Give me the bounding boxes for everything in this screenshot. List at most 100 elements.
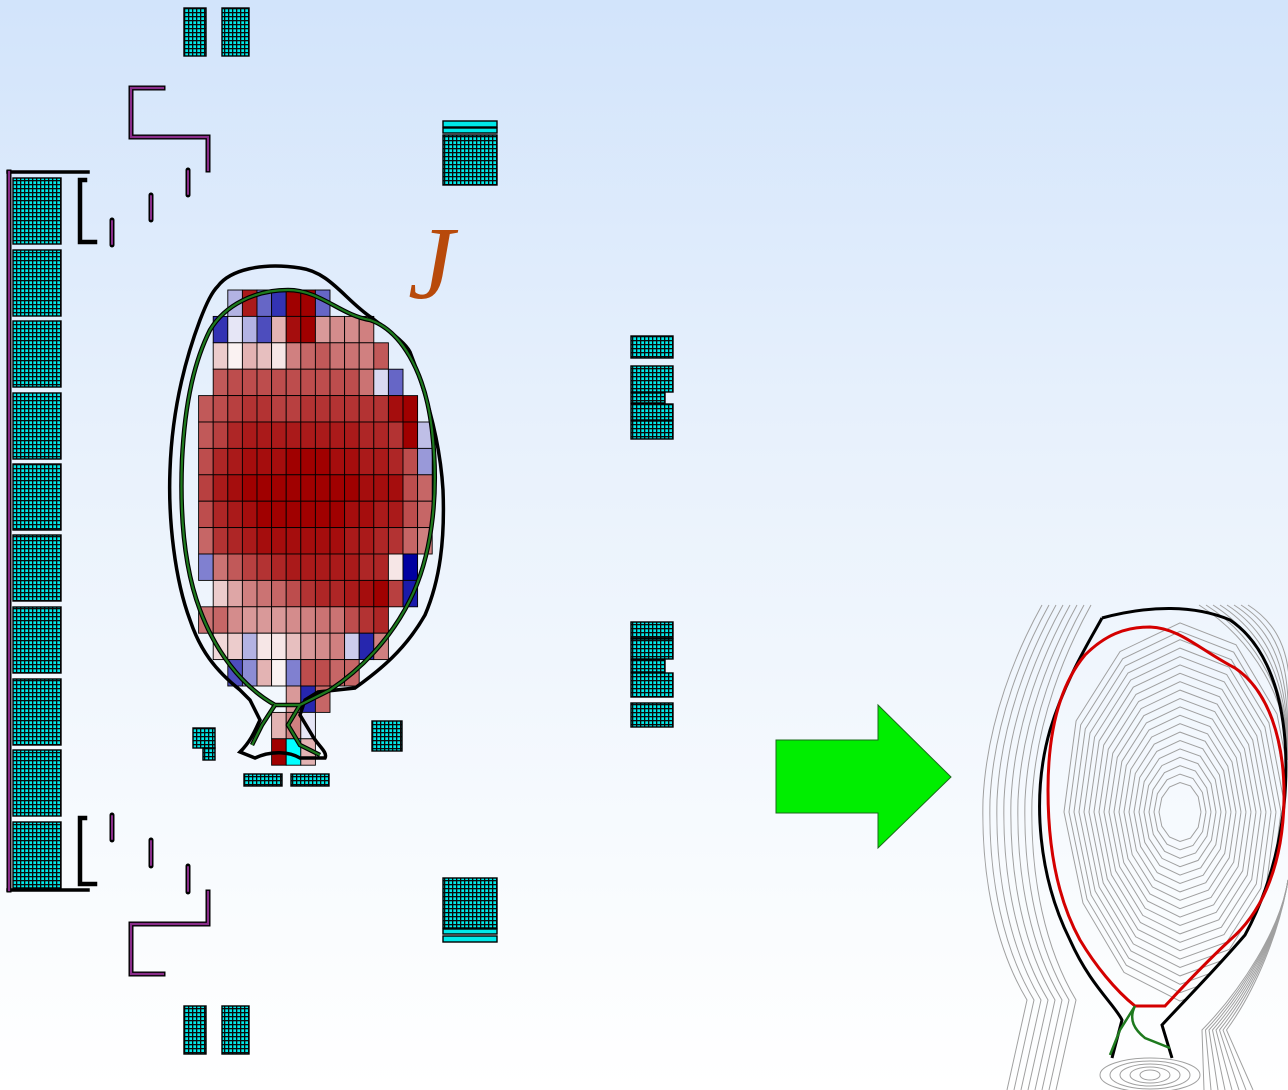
current-cell: [241, 421, 258, 449]
coil: [243, 773, 283, 787]
outer-flux-line: [989, 604, 1050, 1090]
divertor-flux-line: [1139, 1069, 1161, 1081]
coil-cap: [442, 928, 498, 935]
current-cell: [212, 474, 229, 502]
current-cell: [271, 500, 287, 529]
current-cell: [329, 447, 346, 476]
flux-surface: [1063, 622, 1286, 1002]
current-cell: [241, 315, 258, 344]
current-cell: [344, 368, 360, 397]
current-cell: [271, 606, 287, 634]
current-cell: [344, 632, 360, 661]
current-cell: [314, 368, 331, 397]
current-cell: [387, 421, 404, 449]
current-cell: [300, 447, 316, 476]
current-cell: [329, 553, 346, 581]
current-cell: [344, 447, 360, 476]
passive-structures: [6, 85, 211, 977]
coil: [630, 702, 674, 728]
current-cell: [387, 474, 404, 502]
coil: [290, 773, 330, 787]
current-cell: [256, 368, 273, 397]
current-cell: [373, 500, 389, 529]
current-cell: [271, 289, 287, 317]
current-cell: [256, 553, 273, 581]
current-cell: [285, 368, 302, 397]
current-cell: [241, 632, 258, 661]
coil: [12, 392, 62, 460]
current-cell: [314, 632, 331, 661]
current-cell: [387, 527, 404, 555]
current-cell: [227, 315, 243, 344]
coil-cap: [442, 120, 498, 128]
coil: [630, 335, 674, 359]
coil: [12, 320, 62, 388]
current-cell: [373, 447, 389, 476]
flux-surface: [1108, 697, 1252, 927]
current-cell: [212, 421, 229, 449]
current-cell: [241, 606, 258, 634]
current-cell: [358, 474, 375, 502]
separatrix-right: [1046, 625, 1286, 1008]
current-cell: [285, 659, 302, 687]
current-cell: [329, 606, 346, 634]
current-cell: [227, 368, 243, 397]
flux-surface: [1128, 731, 1232, 893]
current-cell: [358, 527, 375, 555]
current-cell: [227, 632, 243, 661]
current-cell: [314, 527, 331, 555]
current-cell: [387, 395, 404, 423]
current-cell: [227, 447, 243, 476]
current-cell: [373, 395, 389, 423]
current-cell: [285, 500, 302, 529]
flux-surface: [1133, 739, 1227, 885]
coil: [630, 403, 674, 421]
current-cell: [212, 527, 229, 555]
current-cell: [314, 579, 331, 608]
current-cell: [300, 632, 316, 661]
current-cell: [358, 447, 375, 476]
current-cell: [329, 632, 346, 661]
current-cell: [373, 421, 389, 449]
current-cell: [344, 500, 360, 529]
current-cell: [344, 579, 360, 608]
current-cell: [212, 579, 229, 608]
current-cell: [198, 500, 214, 529]
current-cell: [256, 315, 273, 344]
current-cell: [271, 527, 287, 555]
current-cell: [256, 342, 273, 370]
current-cell: [358, 421, 375, 449]
flux-surface: [1118, 714, 1242, 910]
coil: [442, 877, 498, 929]
outer-flux-line: [1003, 604, 1064, 1090]
current-cell: [300, 527, 316, 555]
current-cell: [285, 289, 302, 317]
current-cell: [314, 659, 331, 687]
divertor-flux-line: [1119, 1063, 1181, 1087]
flux-surface: [1148, 765, 1212, 859]
divertor-flux-line: [1129, 1066, 1171, 1084]
current-cell: [241, 395, 258, 423]
current-cell: [402, 395, 419, 423]
current-cell: [256, 395, 273, 423]
current-cell: [241, 527, 258, 555]
current-cell: [285, 342, 302, 370]
current-cell: [241, 579, 258, 608]
flux-surface: [1073, 639, 1286, 985]
current-cell: [402, 421, 419, 449]
current-cell: [256, 606, 273, 634]
coil: [12, 249, 62, 317]
current-cell: [358, 553, 375, 581]
coil: [630, 659, 666, 673]
current-cell: [373, 342, 389, 370]
current-cell: [358, 342, 375, 370]
current-cell: [300, 659, 316, 687]
current-cell: [198, 421, 214, 449]
passive-bars: [109, 167, 191, 895]
current-cell: [329, 527, 346, 555]
current-cell: [198, 474, 214, 502]
current-cell: [227, 395, 243, 423]
current-cell: [314, 315, 331, 344]
